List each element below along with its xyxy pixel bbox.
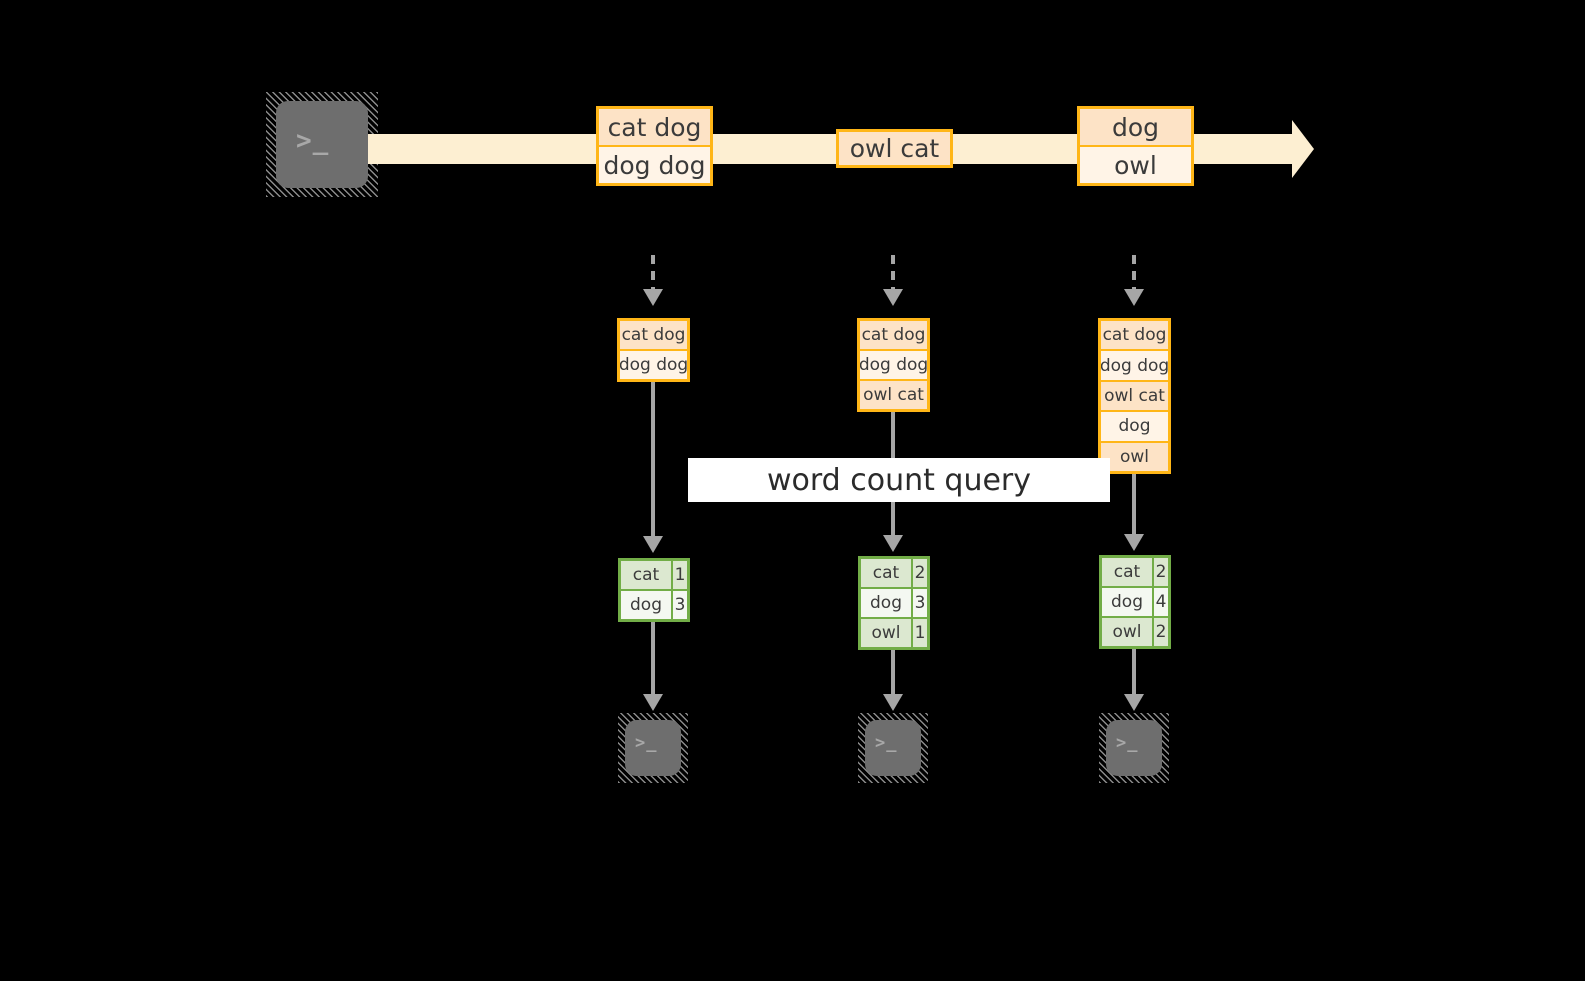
table-row: owl 1 xyxy=(861,617,927,647)
snapshot-1-input-log: cat dog dog dog xyxy=(617,318,690,382)
consumer-terminal-prompt: >_ xyxy=(875,733,898,753)
table-cell-count: 1 xyxy=(911,619,927,647)
producer-terminal-prompt: >_ xyxy=(296,126,330,156)
word-count-query-label: word count query xyxy=(766,462,1032,498)
table-row: cat 2 xyxy=(1102,558,1168,586)
table-cell-count: 3 xyxy=(911,589,927,617)
snapshot-2-consumer-terminal-icon: >_ xyxy=(858,713,928,783)
snapshot-2-output-arrowhead xyxy=(883,694,903,711)
snapshot-tap-line-1 xyxy=(651,255,655,291)
table-cell-word: cat xyxy=(1113,562,1141,582)
log-line: cat dog xyxy=(620,321,687,349)
consumer-terminal-screen xyxy=(1106,720,1162,776)
table-cell-count: 4 xyxy=(1152,588,1168,616)
log-line: owl cat xyxy=(1101,379,1168,411)
event-line: owl cat xyxy=(839,132,950,165)
snapshot-tap-arrowhead-2 xyxy=(883,289,903,306)
event-line: owl xyxy=(1080,145,1191,183)
consumer-terminal-prompt: >_ xyxy=(635,733,658,753)
log-line: dog dog xyxy=(860,349,927,379)
consumer-terminal-screen xyxy=(865,720,921,776)
snapshot-tap-arrowhead-1 xyxy=(643,289,663,306)
table-row: dog 3 xyxy=(861,587,927,617)
table-cell-count: 2 xyxy=(1152,558,1168,586)
snapshot-1-query-line xyxy=(651,382,655,537)
table-cell-word: owl xyxy=(1112,622,1142,642)
snapshot-3-query-arrowhead xyxy=(1124,534,1144,551)
snapshot-1-consumer-terminal-icon: >_ xyxy=(618,713,688,783)
table-cell-word: owl xyxy=(871,623,901,643)
word-count-query-banner: word count query xyxy=(688,458,1110,502)
log-line: owl cat xyxy=(860,379,927,409)
snapshot-tap-arrowhead-3 xyxy=(1124,289,1144,306)
log-line: cat dog xyxy=(1101,321,1168,350)
stream-event-group-3: dog owl xyxy=(1077,106,1194,186)
table-row: cat 1 xyxy=(621,561,687,589)
producer-terminal-icon: >_ xyxy=(266,92,378,197)
log-line: dog xyxy=(1101,410,1168,441)
snapshot-1-query-arrowhead xyxy=(643,536,663,553)
table-row: owl 2 xyxy=(1102,616,1168,646)
snapshot-3-result-table: cat 2 dog 4 owl 2 xyxy=(1099,555,1171,649)
table-cell-word: dog xyxy=(630,595,662,615)
stream-event-group-2: owl cat xyxy=(836,129,953,168)
snapshot-3-consumer-terminal-icon: >_ xyxy=(1099,713,1169,783)
table-cell-word: cat xyxy=(872,563,900,583)
table-cell-count: 1 xyxy=(671,561,687,589)
stream-arrowhead xyxy=(1292,120,1314,178)
consumer-terminal-screen xyxy=(625,720,681,776)
snapshot-3-query-line xyxy=(1132,474,1136,535)
log-line: dog dog xyxy=(620,349,687,379)
log-line: cat dog xyxy=(860,321,927,349)
snapshot-tap-line-3 xyxy=(1132,255,1136,291)
table-cell-word: dog xyxy=(870,593,902,613)
log-line: dog dog xyxy=(1101,349,1168,380)
snapshot-2-input-log: cat dog dog dog owl cat xyxy=(857,318,930,412)
table-cell-word: cat xyxy=(632,565,660,585)
table-cell-count: 2 xyxy=(1152,618,1168,646)
snapshot-2-query-arrowhead xyxy=(883,535,903,552)
producer-terminal-screen xyxy=(276,101,368,188)
snapshot-1-result-table: cat 1 dog 3 xyxy=(618,558,690,622)
snapshot-1-output-arrowhead xyxy=(643,694,663,711)
snapshot-tap-line-2 xyxy=(891,255,895,291)
event-line: cat dog xyxy=(599,109,710,145)
event-line: dog xyxy=(1080,109,1191,145)
snapshot-3-input-log: cat dog dog dog owl cat dog owl xyxy=(1098,318,1171,474)
table-cell-count: 3 xyxy=(671,591,687,619)
snapshot-3-output-arrowhead xyxy=(1124,694,1144,711)
table-row: dog 4 xyxy=(1102,586,1168,616)
log-line: owl xyxy=(1101,440,1168,471)
table-cell-count: 2 xyxy=(911,559,927,587)
table-row: dog 3 xyxy=(621,589,687,619)
snapshot-1-output-line xyxy=(651,622,655,695)
snapshot-2-result-table: cat 2 dog 3 owl 1 xyxy=(858,556,930,650)
snapshot-2-output-line xyxy=(891,650,895,695)
snapshot-3-output-line xyxy=(1132,649,1136,695)
table-row: cat 2 xyxy=(861,559,927,587)
stream-event-group-1: cat dog dog dog xyxy=(596,106,713,186)
consumer-terminal-prompt: >_ xyxy=(1116,733,1139,753)
table-cell-word: dog xyxy=(1111,592,1143,612)
event-line: dog dog xyxy=(599,145,710,183)
